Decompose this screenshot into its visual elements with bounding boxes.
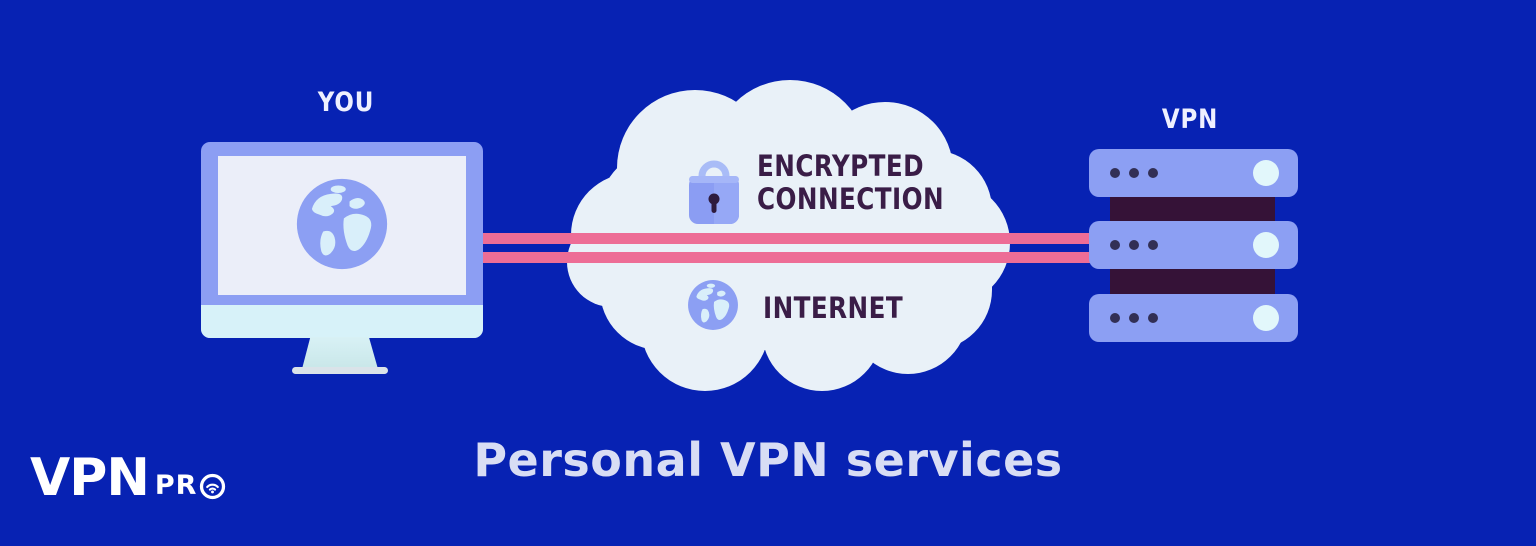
led-dot: [1110, 168, 1120, 178]
led-dot: [1129, 313, 1139, 323]
led-dot: [1110, 240, 1120, 250]
server-connector: [1110, 267, 1275, 297]
server-connector: [1110, 195, 1275, 225]
computer-monitor: [201, 142, 483, 338]
you-label: YOU: [317, 87, 375, 118]
server-unit-middle: [1089, 221, 1298, 269]
vpn-label: VPN: [1161, 104, 1219, 135]
lock-icon: [689, 160, 739, 224]
logo-vpn-text: VPN: [30, 448, 150, 508]
encrypted-connection-label: ENCRYPTED CONNECTION: [757, 150, 977, 216]
led-dot: [1129, 168, 1139, 178]
monitor-stand-base: [292, 367, 388, 374]
led-dot: [1148, 313, 1158, 323]
led-dot: [1148, 240, 1158, 250]
server-led-dots: [1110, 240, 1158, 250]
server-power-light: [1253, 305, 1279, 331]
monitor-chin: [201, 305, 483, 338]
globe-icon: [296, 178, 388, 270]
internet-label: INTERNET: [763, 291, 904, 325]
logo-pro-text: PR: [154, 470, 198, 501]
monitor-screen: [218, 156, 466, 295]
connection-line-bottom: [472, 252, 1098, 263]
connection-line-top: [472, 233, 1098, 244]
led-dot: [1110, 313, 1120, 323]
server-led-dots: [1110, 313, 1158, 323]
server-led-dots: [1110, 168, 1158, 178]
led-dot: [1129, 240, 1139, 250]
led-dot: [1148, 168, 1158, 178]
server-power-light: [1253, 160, 1279, 186]
cloud-body: [600, 150, 992, 350]
vpnpro-logo: VPN PR: [30, 452, 226, 504]
wifi-o-icon: [200, 473, 226, 500]
monitor-stand-neck: [302, 337, 378, 369]
page-title: Personal VPN services: [473, 433, 1063, 487]
server-unit-bottom: [1089, 294, 1298, 342]
internet-globe-icon: [688, 280, 738, 330]
server-unit-top: [1089, 149, 1298, 197]
server-power-light: [1253, 232, 1279, 258]
encrypted-line1: ENCRYPTED: [757, 149, 925, 183]
encrypted-line2: CONNECTION: [757, 182, 945, 216]
